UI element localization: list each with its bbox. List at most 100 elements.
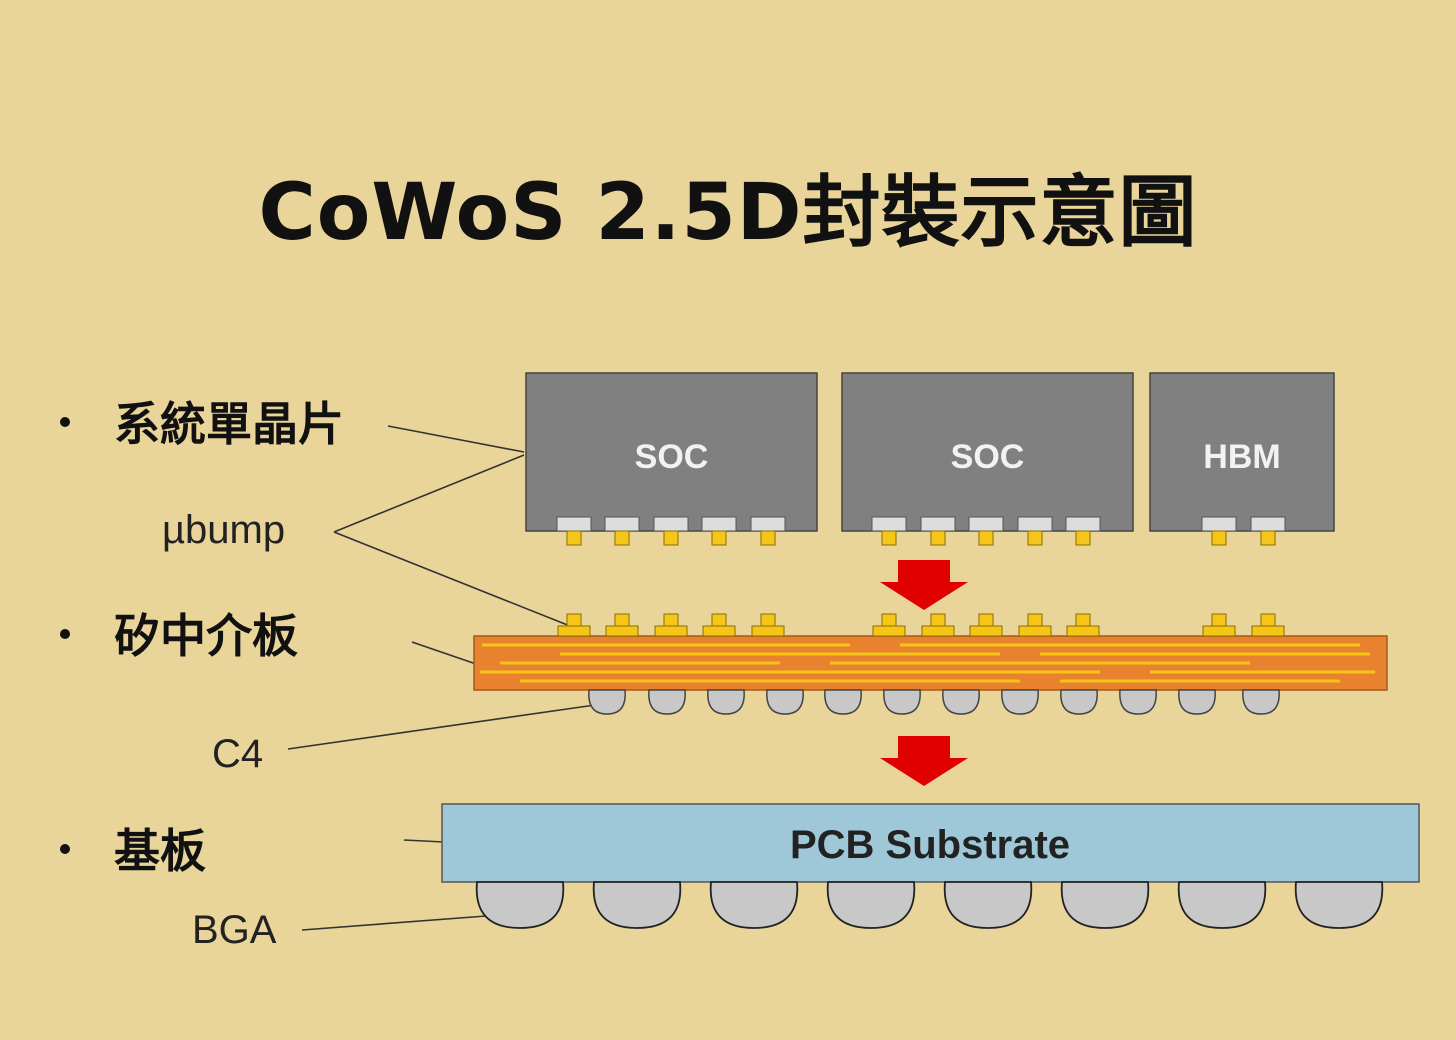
bullet-dot: [60, 628, 70, 639]
c4-bump: [942, 689, 980, 715]
interposer-ubump: [881, 613, 897, 627]
ubump: [1027, 530, 1043, 546]
chip-pad: [968, 516, 1004, 532]
interposer-ubump: [978, 613, 994, 627]
interposer-pad: [1202, 625, 1236, 637]
c4-bump: [1178, 689, 1216, 715]
c4-bump: [1242, 689, 1280, 715]
c4-bump: [1119, 689, 1157, 715]
interposer-ubump: [566, 613, 582, 627]
chip-pad: [604, 516, 640, 532]
arrow-down-icon: [880, 560, 968, 610]
pcb-substrate-label: PCB Substrate: [790, 823, 1070, 867]
interposer-ubump: [1260, 613, 1276, 627]
label-bga: BGA: [192, 908, 277, 952]
bga-balls: [475, 881, 1384, 929]
bullet-dot: [60, 843, 70, 854]
chip-pad: [1017, 516, 1053, 532]
label-soc-chip: 系統單晶片: [60, 388, 344, 454]
c4-bump: [588, 689, 626, 715]
chip-pad: [750, 516, 786, 532]
ubump: [1260, 530, 1276, 546]
ubump: [1075, 530, 1091, 546]
leader-c4: [287, 704, 596, 750]
interposer-pad: [1018, 625, 1052, 637]
interposer-ubump: [663, 613, 679, 627]
interposer-ubump: [1075, 613, 1091, 627]
leader-ubump-interposer: [333, 531, 571, 627]
bga-ball: [943, 881, 1033, 929]
chip-body: [841, 372, 1134, 532]
interposer-pad: [702, 625, 736, 637]
interposer-pad: [1066, 625, 1100, 637]
label-interposer: 矽中介板: [60, 600, 298, 666]
leader-substrate: [403, 839, 445, 843]
bga-ball: [709, 881, 799, 929]
c4-bump: [766, 689, 804, 715]
c4-bump: [648, 689, 686, 715]
ubump: [1211, 530, 1227, 546]
interposer-ubump: [1211, 613, 1227, 627]
bga-ball: [1060, 881, 1150, 929]
leader-interposer: [411, 641, 477, 665]
leader-lines: [287, 425, 596, 931]
interposer-pad: [872, 625, 906, 637]
bga-ball: [826, 881, 916, 929]
interposer-pad: [969, 625, 1003, 637]
interposer-pad: [1251, 625, 1285, 637]
chip-body: [525, 372, 818, 532]
ubump: [881, 530, 897, 546]
pcb-substrate: [441, 803, 1420, 883]
ubump: [978, 530, 994, 546]
interposer-ubump: [930, 613, 946, 627]
chip-soc-1: SOC: [525, 372, 818, 546]
bga-ball: [1177, 881, 1267, 929]
c4-bump: [1060, 689, 1098, 715]
interposer-pad: [654, 625, 688, 637]
label-substrate: 基板: [60, 815, 206, 881]
c4-bump: [1001, 689, 1039, 715]
chip-label: SOC: [951, 438, 1025, 476]
c4-bump: [883, 689, 921, 715]
interposer-ubump: [711, 613, 727, 627]
chip-pad: [1201, 516, 1237, 532]
bga-ball: [592, 881, 682, 929]
interposer-ubump: [614, 613, 630, 627]
bga-ball: [475, 881, 565, 929]
chip-soc-2: SOC: [841, 372, 1134, 546]
chip-hbm-3: HBM: [1149, 372, 1335, 546]
interposer-pad: [921, 625, 955, 637]
interposer-pad: [751, 625, 785, 637]
chip-pad: [1250, 516, 1286, 532]
ubump: [760, 530, 776, 546]
c4-bump: [707, 689, 745, 715]
c4-bump: [824, 689, 862, 715]
bullet-dot: [60, 416, 70, 427]
chip-pad: [871, 516, 907, 532]
interposer-ubump: [760, 613, 776, 627]
leader-ubump-chip: [333, 454, 525, 533]
chip-pad: [701, 516, 737, 532]
interposer-ubumps: [557, 613, 1285, 637]
leader-soc: [387, 425, 525, 453]
interposer-traces: [480, 643, 1375, 683]
label-ubump: µbump: [162, 508, 286, 552]
chip-pad: [653, 516, 689, 532]
interposer-pad: [605, 625, 639, 637]
label-substrate-text: 基板: [114, 824, 206, 878]
ubump: [711, 530, 727, 546]
chip-pad: [920, 516, 956, 532]
label-c4: C4: [212, 732, 264, 776]
leader-bga: [301, 915, 487, 931]
c4-bumps: [588, 689, 1280, 715]
chip-label: HBM: [1203, 438, 1280, 476]
label-soc-chip-text: 系統單晶片: [114, 397, 344, 451]
chip-label: SOC: [635, 438, 709, 476]
interposer-pad: [557, 625, 591, 637]
arrow-down-icon: [880, 736, 968, 786]
ubump: [566, 530, 582, 546]
chip-body: [1149, 372, 1335, 532]
interposer-ubump: [1027, 613, 1043, 627]
chip-pad: [1065, 516, 1101, 532]
